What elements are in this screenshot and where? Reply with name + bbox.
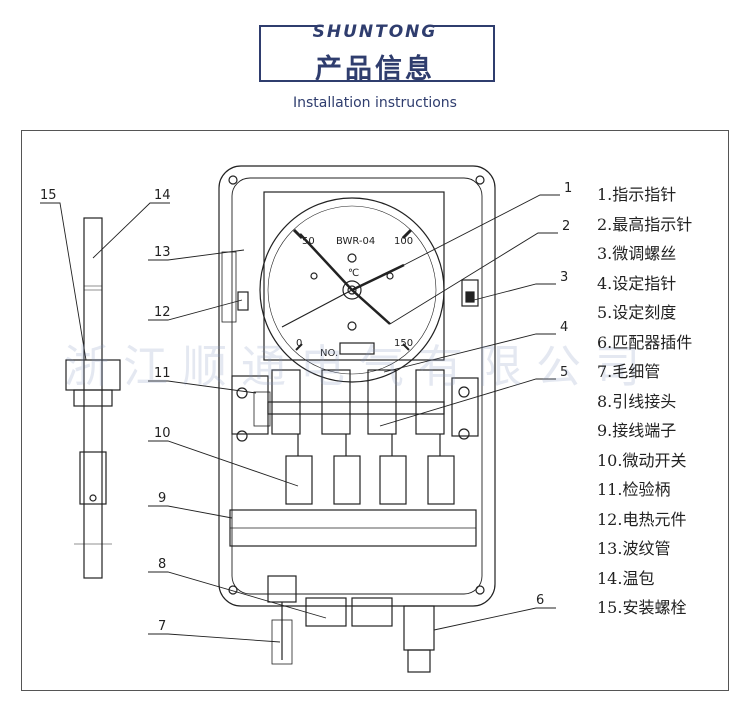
callout-1: 1 (564, 181, 572, 196)
dial-model: BWR-04 (336, 236, 375, 247)
leader-10 (148, 440, 299, 487)
dial-unit: ℃ (348, 268, 359, 279)
shaft (267, 401, 445, 415)
callout-9: 9 (158, 491, 166, 506)
right-bracket (451, 377, 479, 437)
dial-tick-100: 100 (394, 236, 413, 247)
legend-item: 14.温包 (597, 568, 655, 588)
legend-item: 4.设定指针 (597, 273, 677, 293)
bellows (221, 251, 237, 323)
dial-frame (263, 191, 445, 361)
indicator-pointer (351, 263, 405, 292)
callout-2: 2 (562, 219, 570, 234)
adjust-screw (310, 272, 318, 280)
title-frame (259, 25, 495, 82)
leader-7 (148, 633, 281, 643)
corner-screw (475, 585, 485, 595)
callout-3: 3 (560, 270, 568, 285)
dial-serial-label: NO. (320, 348, 338, 359)
callout-7: 7 (158, 619, 166, 634)
legend-item: 13.波纹管 (597, 539, 671, 558)
legend-item: 1.指示指针 (597, 185, 677, 204)
leader-5 (379, 378, 556, 427)
callout-11: 11 (154, 366, 171, 381)
leader-11 (148, 380, 257, 394)
legend-item: 5.设定刻度 (597, 303, 677, 322)
indicator-pointer-tail (281, 289, 353, 328)
leader-14 (92, 202, 170, 259)
leader-12 (148, 299, 243, 321)
leader-9 (148, 505, 233, 519)
leader-1 (403, 194, 560, 266)
dial-tick-150: 150 (394, 338, 413, 349)
parts-legend: 1.指示指针 2.最高指示针 3.微调螺丝 4.设定指针 5.设定刻度 6.匹配… (597, 180, 692, 623)
micro-switch (285, 455, 313, 505)
temperature-bulb (83, 217, 103, 579)
callout-14: 14 (154, 188, 171, 203)
set-pointer (351, 289, 391, 325)
legend-item: 3.微调螺丝 (597, 244, 677, 263)
adjust-screw (347, 253, 357, 263)
legend-item: 8.引线接头 (597, 391, 677, 411)
cable-gland (351, 597, 393, 627)
adjust-screw (347, 321, 357, 331)
legend-item: 6.匹配器插件 (597, 332, 693, 352)
diagram-panel (21, 130, 729, 691)
micro-switch (379, 455, 407, 505)
fine-adjust-block (461, 279, 479, 307)
callout-10: 10 (154, 426, 171, 441)
corner-screw (228, 175, 238, 185)
legend-item: 9.接线端子 (597, 421, 677, 440)
legend-item: 15.安装螺栓 (597, 598, 687, 617)
callout-12: 12 (154, 305, 171, 320)
page-subtitle: Installation instructions (293, 95, 457, 111)
micro-switch (427, 455, 455, 505)
leader-6 (433, 607, 556, 631)
legend-item: 7.毛细管 (597, 362, 661, 381)
lead-connector (267, 575, 297, 603)
dial-tick-50: 50 (302, 236, 315, 247)
legend-item: 10.微动开关 (597, 450, 687, 470)
watermark: 浙江顺通电气有限公司 (64, 340, 655, 393)
cable-gland (305, 597, 347, 627)
matcher-plug (403, 605, 435, 651)
dial-hub-inner (347, 285, 357, 295)
legend-item: 2.最高指示针 (597, 214, 693, 234)
leader-13 (148, 249, 245, 261)
dial-face (259, 197, 445, 383)
leader-8 (148, 571, 327, 619)
leader-4 (383, 333, 556, 373)
brand-logo: SHUNTONG (312, 22, 438, 42)
serial-plate (339, 342, 375, 355)
callout-15: 15 (40, 188, 57, 203)
dial-hub (342, 280, 362, 300)
leader-3 (473, 283, 556, 301)
dial-face-inner (267, 205, 437, 375)
legend-item: 11.检验柄 (597, 480, 671, 499)
max-pointer (299, 233, 353, 291)
housing-outer (218, 165, 496, 607)
corner-screw (475, 175, 485, 185)
callout-13: 13 (154, 245, 171, 260)
micro-switch (333, 455, 361, 505)
callout-8: 8 (158, 557, 166, 572)
page-title: 产品信息 (315, 54, 435, 85)
legend-item: 12.电热元件 (597, 509, 687, 529)
callout-6: 6 (536, 593, 544, 608)
leader-2 (389, 232, 558, 325)
dial-tick-0: 0 (296, 338, 302, 349)
callout-4: 4 (560, 320, 568, 335)
leader-15 (40, 202, 87, 361)
callout-5: 5 (560, 365, 568, 380)
